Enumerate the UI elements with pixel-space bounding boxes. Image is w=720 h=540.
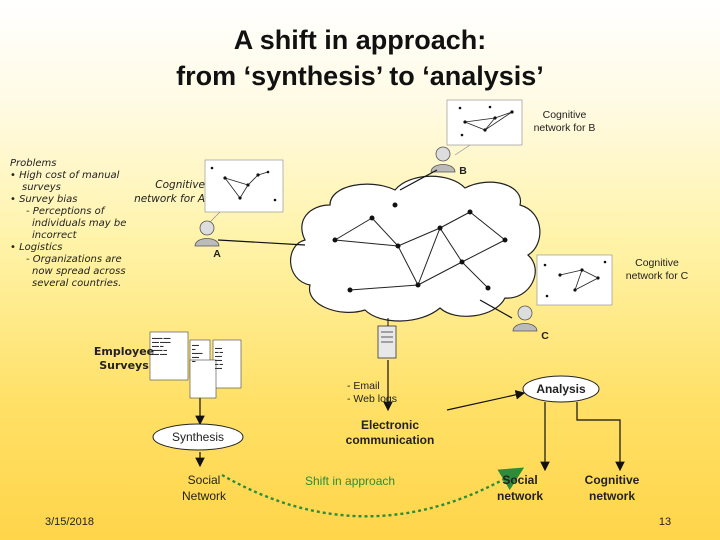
cognitive-network-analysis-label: Cognitive network [584, 473, 640, 503]
cognitive-network-c-label: Cognitive network for C [625, 257, 689, 282]
problems-item-2-sub-cont: individuals may be [32, 218, 127, 229]
problems-item-2-sub-cont2: incorrect [32, 230, 77, 241]
person-a-icon [194, 220, 220, 247]
problems-item-1-cont: surveys [22, 182, 61, 193]
synthesis-oval [152, 423, 244, 451]
cognitive-network-a-label: Cognitive network for A [134, 179, 205, 205]
problems-item-3-sub-cont2: several countries. [32, 278, 122, 289]
analysis-oval [522, 375, 600, 403]
problems-item-2-sub: - Perceptions of [26, 206, 105, 217]
employee-surveys-label: Employee Surveys [93, 345, 155, 372]
person-b-icon [430, 146, 456, 173]
social-network-synthesis-label: Social Network [181, 473, 226, 503]
problems-item-2: • Survey bias [10, 194, 78, 205]
problems-item-1: • High cost of manual [10, 170, 120, 181]
shift-in-approach-label: Shift in approach [305, 474, 396, 488]
slide-number: 13 [658, 516, 672, 528]
network-cloud [290, 175, 541, 322]
problems-text: Problems • High cost of manual surveys •… [10, 158, 135, 290]
cloud-network-edges [334, 211, 506, 291]
server-icon [377, 325, 397, 359]
problems-heading: Problems [10, 158, 57, 169]
slide-title-line-1: A shift in approach: [233, 25, 487, 55]
slide-title-line-2: from ‘synthesis’ to ‘analysis’ [176, 61, 544, 91]
node-label-a: A [213, 248, 221, 260]
person-c-icon [512, 305, 538, 332]
survey-doc-text-2: ▬▬▬▬▬▬▬▬▬ [192, 343, 203, 363]
slide-date: 3/15/2018 [45, 516, 94, 528]
survey-documents-icon [149, 331, 242, 399]
cloud-network-nodes [332, 202, 508, 293]
data-sources-label: - Email - Web logs [347, 380, 397, 405]
problems-item-3-sub-cont: now spread across [32, 266, 126, 277]
node-label-c: C [541, 330, 549, 342]
electronic-communication-label: Electronic communication [345, 418, 435, 447]
synthesis-label: Synthesis [171, 430, 225, 444]
problems-item-3-sub: - Organizations are [26, 254, 122, 265]
problems-item-3: • Logistics [10, 242, 63, 253]
social-network-analysis-label: Social network [496, 473, 543, 503]
cognitive-network-b-label: Cognitive network for B [533, 109, 596, 134]
survey-doc-text-3: ▬▬▬ ▬▬▬▬▬▬ ▬▬▬ [215, 346, 223, 370]
node-label-b: B [459, 165, 467, 177]
survey-doc-text-1: ▬▬▬ ▬▬▬▬ ▬▬▬▬▬ ▬▬▬▬ ▬▬▬ ▬▬ [152, 336, 171, 356]
analysis-label: Analysis [536, 382, 586, 396]
